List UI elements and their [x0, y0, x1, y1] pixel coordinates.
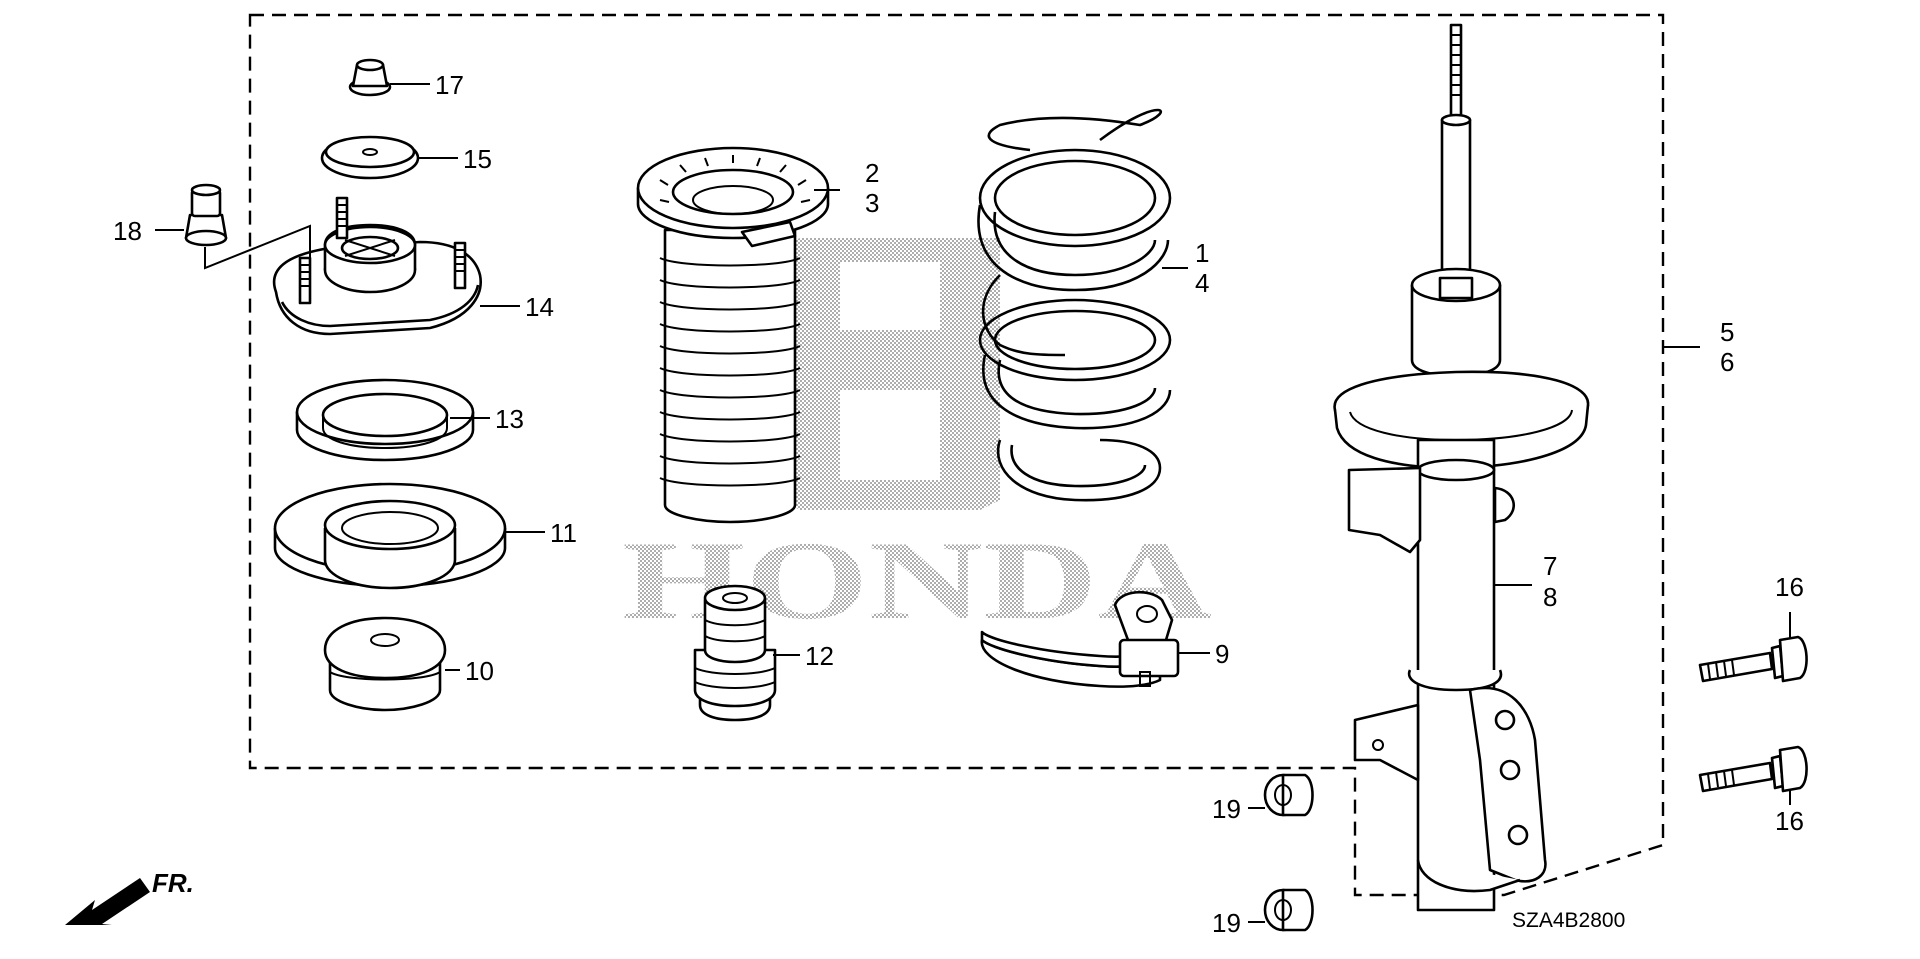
upper-mount-base-14	[272, 196, 482, 336]
flange-bolt-16-lower	[1698, 745, 1808, 793]
callout-11: 11	[550, 518, 577, 548]
rubber-mount-10	[323, 616, 447, 712]
spring-insulator-9	[980, 591, 1180, 688]
strut-assembly-5-6-7-8	[1333, 23, 1590, 912]
flange-nut-19-upper	[1263, 773, 1314, 817]
bump-stop-12	[693, 584, 777, 722]
callout-6: 6	[1720, 347, 1734, 377]
leader-lines	[155, 83, 1791, 923]
flange-bolt-16-upper	[1698, 635, 1808, 683]
flange-nut-17	[348, 58, 392, 97]
dust-boot-2-3	[636, 146, 830, 524]
front-direction-label: FR.	[152, 868, 194, 898]
callout-1: 1	[1195, 238, 1209, 268]
cap-nut-18	[184, 183, 228, 247]
honda-emblem-watermark	[780, 238, 1000, 510]
callout-19-lower: 19	[1212, 908, 1241, 938]
callout-4: 4	[1195, 268, 1209, 298]
callout-19-upper: 19	[1212, 794, 1241, 824]
callout-17: 17	[435, 70, 464, 100]
spring-seat-11	[273, 482, 507, 590]
washer-15	[320, 135, 420, 180]
callout-14: 14	[525, 292, 554, 322]
callout-18: 18	[113, 216, 142, 246]
assembly-boundary	[248, 13, 1665, 897]
front-direction-arrow-icon	[65, 878, 150, 925]
callout-15: 15	[463, 144, 492, 174]
callout-5: 5	[1720, 317, 1734, 347]
flange-nut-19-lower	[1263, 888, 1314, 932]
callout-12: 12	[805, 641, 834, 671]
callout-9: 9	[1215, 639, 1229, 669]
callout-8: 8	[1543, 582, 1557, 612]
catalog-code: SZA4B2800	[1512, 909, 1625, 932]
callout-10: 10	[465, 656, 494, 686]
coil-spring-1-4	[977, 108, 1172, 502]
callout-16-lower: 16	[1775, 806, 1804, 836]
bearing-13	[295, 378, 475, 462]
callout-2: 2	[865, 158, 879, 188]
callout-16-upper: 16	[1775, 572, 1804, 602]
callout-3: 3	[865, 188, 879, 218]
callout-13: 13	[495, 404, 524, 434]
callout-7: 7	[1543, 551, 1557, 581]
